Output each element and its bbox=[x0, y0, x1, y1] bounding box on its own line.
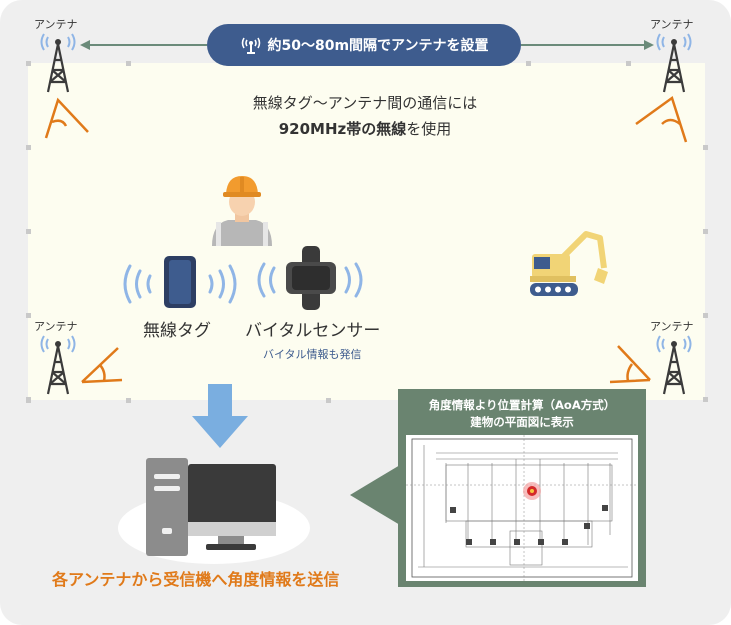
zone-marker bbox=[126, 61, 131, 66]
zone-marker bbox=[26, 61, 31, 66]
comm-description-suffix: を使用 bbox=[406, 120, 452, 138]
coverage-zone bbox=[28, 63, 705, 400]
callout-title-line1: 角度情報より位置計算（AoA方式） bbox=[428, 398, 616, 412]
frequency-band: 920MHz帯の無線 bbox=[278, 120, 407, 138]
zone-marker bbox=[26, 229, 31, 234]
antenna-spacing-pill: 約50～80m間隔でアンテナを設置 bbox=[207, 24, 521, 66]
floor-plan bbox=[406, 435, 638, 581]
vital-sensor-sublabel: バイタル情報も発信 bbox=[263, 348, 362, 361]
zone-marker bbox=[26, 313, 31, 318]
worker-icon bbox=[212, 176, 272, 246]
zone-marker bbox=[703, 229, 708, 234]
antenna-label-top-left: アンテナ bbox=[34, 18, 78, 31]
zone-marker bbox=[126, 398, 131, 403]
receiver-caption: 各アンテナから受信機へ角度情報を送信 bbox=[52, 570, 340, 589]
callout-title: 角度情報より位置計算（AoA方式） 建物の平面図に表示 bbox=[398, 397, 646, 431]
antenna-spacing-text: 約50～80m間隔でアンテナを設置 bbox=[267, 38, 489, 54]
zone-marker bbox=[703, 397, 708, 402]
zone-marker bbox=[326, 398, 331, 403]
floorplan-callout: 角度情報より位置計算（AoA方式） 建物の平面図に表示 bbox=[398, 389, 646, 587]
zone-marker bbox=[526, 61, 531, 66]
zone-marker bbox=[703, 313, 708, 318]
zone-marker bbox=[626, 61, 631, 66]
zone-marker bbox=[26, 145, 31, 150]
zone-marker bbox=[703, 145, 708, 150]
callout-title-line2: 建物の平面図に表示 bbox=[470, 415, 574, 429]
comm-description-line2: 920MHz帯の無線を使用 bbox=[140, 118, 590, 139]
antenna-label-top-right: アンテナ bbox=[650, 18, 694, 31]
antenna-tower-icon bbox=[40, 33, 76, 93]
vital-sensor-label: バイタルセンサー bbox=[245, 321, 381, 341]
comm-description-line1: 無線タグ～アンテナ間の通信には bbox=[252, 94, 478, 112]
wireless-tag-label: 無線タグ bbox=[143, 321, 211, 341]
callout-pointer bbox=[350, 465, 400, 525]
vital-sensor-icon bbox=[257, 246, 363, 310]
antenna-label-bottom-right: アンテナ bbox=[650, 320, 694, 333]
antenna-label-bottom-left: アンテナ bbox=[34, 320, 78, 333]
antenna-tower-icon bbox=[656, 33, 692, 93]
floor-plan-drawing bbox=[406, 435, 638, 581]
zone-marker bbox=[26, 397, 31, 402]
wireless-tag-icon bbox=[123, 256, 237, 308]
receiver-computer-icon bbox=[118, 458, 310, 564]
excavator-icon bbox=[530, 231, 608, 296]
antenna-tower-icon bbox=[40, 335, 76, 395]
antenna-icon bbox=[241, 37, 260, 54]
down-arrow bbox=[192, 384, 248, 448]
antenna-tower-icon bbox=[656, 335, 692, 395]
